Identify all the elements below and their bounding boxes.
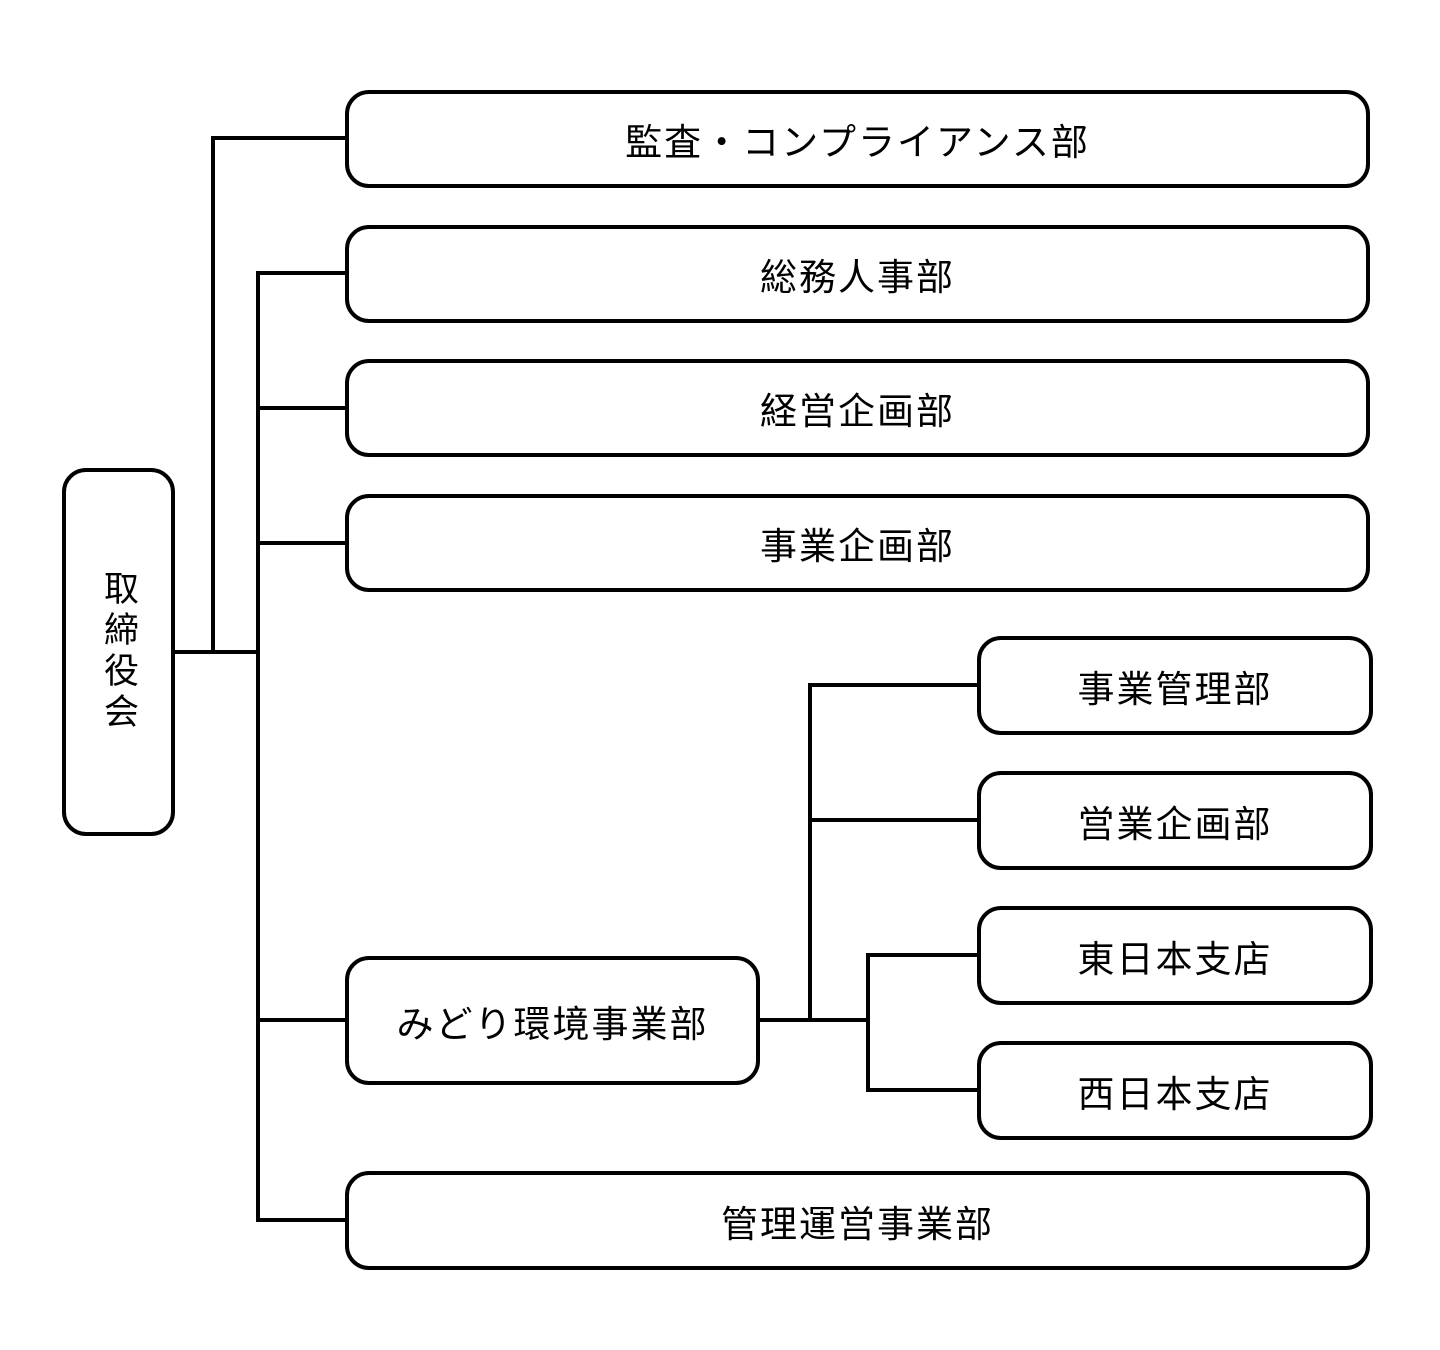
node-management-operations-division: 管理運営事業部 [345,1171,1370,1270]
node-label: 経営企画部 [760,391,955,432]
node-west-japan-branch: 西日本支店 [977,1041,1373,1140]
connector-trunk-audit [211,136,215,654]
node-audit-compliance-dept: 監査・コンプライアンス部 [345,90,1370,188]
node-midori-environment-division: みどり環境事業部 [345,956,760,1085]
node-corporate-planning-dept: 経営企画部 [345,359,1370,457]
node-label: 東日本支店 [1077,938,1273,980]
connector-branch-management-operations [256,1218,345,1222]
connector-root-stub [173,650,260,654]
connector-branch-business-planning [256,541,345,545]
node-business-planning-dept: 事業企画部 [345,494,1370,592]
node-label: 営業企画部 [1077,803,1273,845]
node-label: 事業管理部 [1077,668,1273,710]
node-label: 取締役会 [99,570,138,734]
connector-midori-stub [758,1018,870,1022]
connector-branch-audit [211,136,345,140]
connector-branch-corporate-planning [256,406,345,410]
connector-branch-midori [256,1018,345,1022]
node-label: 西日本支店 [1077,1073,1273,1115]
node-board-of-directors: 取締役会 [62,468,175,836]
node-label: 総務人事部 [760,257,955,298]
connector-branch-general-affairs [256,271,345,275]
connector-trunk-midori-upper [808,683,812,1022]
node-label: 事業企画部 [760,526,955,567]
node-sales-planning-dept: 営業企画部 [977,771,1373,870]
connector-trunk-main [256,271,260,1222]
node-label: みどり環境事業部 [396,1003,709,1045]
node-east-japan-branch: 東日本支店 [977,906,1373,1005]
connector-trunk-branches [866,953,870,1092]
node-general-affairs-hr-dept: 総務人事部 [345,225,1370,323]
node-label: 管理運営事業部 [721,1203,994,1245]
connector-branch-east-japan [866,953,977,957]
connector-branch-business-management [808,683,977,687]
connector-branch-sales-planning [808,818,977,822]
connector-branch-west-japan [866,1088,977,1092]
node-business-management-dept: 事業管理部 [977,636,1373,735]
node-label: 監査・コンプライアンス部 [625,122,1090,163]
